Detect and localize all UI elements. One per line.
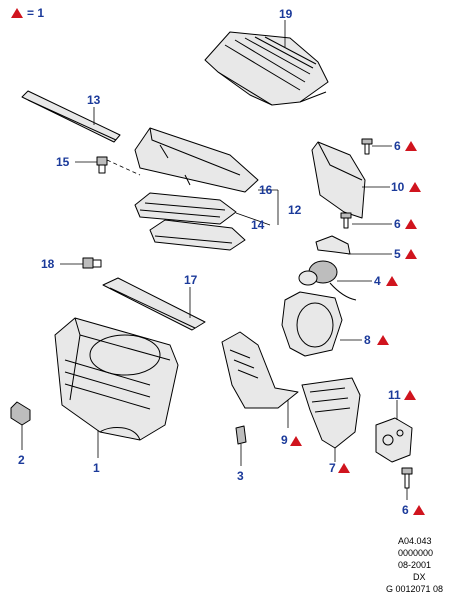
legend-text: = 1 xyxy=(27,6,44,20)
callout-4: 4 xyxy=(374,274,381,288)
marker-6b-red-triangle-icon xyxy=(405,219,417,229)
dashed-15 xyxy=(106,159,141,176)
part-13-seal-strip xyxy=(21,90,121,143)
marker-7-red-triangle-icon xyxy=(338,463,350,473)
footer-line-4: DX xyxy=(413,572,426,582)
part-2-clip xyxy=(10,401,31,426)
callout-2: 2 xyxy=(18,453,25,467)
marker-5-red-triangle-icon xyxy=(405,249,417,259)
part-11-module xyxy=(375,417,413,463)
part-16-filter-lid xyxy=(134,127,259,193)
callout-6c: 6 xyxy=(402,503,409,517)
callout-14: 14 xyxy=(251,218,265,232)
callout-16: 16 xyxy=(259,183,273,197)
footer-line-3: 08-2001 xyxy=(398,560,431,570)
part-4-blower-motor xyxy=(298,260,357,301)
marker-9-red-triangle-icon xyxy=(290,436,302,446)
part-6a-screw xyxy=(361,138,373,155)
part-19-cover xyxy=(204,31,329,106)
part-6b-screw xyxy=(340,212,352,229)
callout-3: 3 xyxy=(237,469,244,483)
part-8-blower-housing xyxy=(281,291,343,357)
part-5-bracket xyxy=(315,235,351,255)
part-14-filters xyxy=(134,192,246,251)
part-10-motor-cover xyxy=(311,141,366,219)
callout-17: 17 xyxy=(184,273,198,287)
callout-15: 15 xyxy=(56,155,70,169)
part-7-duct xyxy=(301,377,361,449)
callout-18: 18 xyxy=(41,257,55,271)
marker-8-red-triangle-icon xyxy=(377,335,389,345)
part-6c-screw xyxy=(401,467,413,489)
marker-4-red-triangle-icon xyxy=(386,276,398,286)
footer-line-1: A04.043 xyxy=(398,536,432,546)
marker-11-red-triangle-icon xyxy=(404,390,416,400)
callout-8: 8 xyxy=(364,333,371,347)
callout-6a: 6 xyxy=(394,139,401,153)
footer-line-5: G 0012071 08 xyxy=(386,584,443,594)
marker-6c-red-triangle-icon xyxy=(413,505,425,515)
legend-red-triangle-icon xyxy=(11,8,23,18)
callout-5: 5 xyxy=(394,247,401,261)
part-15-screw xyxy=(96,156,108,174)
part-3-clip xyxy=(235,425,247,445)
callout-10: 10 xyxy=(391,180,405,194)
footer-line-2: 0000000 xyxy=(398,548,433,558)
leader-14 xyxy=(235,212,271,226)
callout-1: 1 xyxy=(93,461,100,475)
marker-10-red-triangle-icon xyxy=(409,182,421,192)
part-1-housing xyxy=(54,317,179,441)
part-17-cover-plate xyxy=(102,277,206,331)
callout-12: 12 xyxy=(288,203,302,217)
callout-9: 9 xyxy=(281,433,288,447)
callout-6b: 6 xyxy=(394,217,401,231)
callout-19: 19 xyxy=(279,7,293,21)
marker-6a-red-triangle-icon xyxy=(405,141,417,151)
callout-7: 7 xyxy=(329,461,336,475)
part-9-duct xyxy=(221,331,299,409)
part-18-sensor xyxy=(82,257,102,269)
callout-11: 11 xyxy=(388,388,401,402)
callout-13: 13 xyxy=(87,93,101,107)
